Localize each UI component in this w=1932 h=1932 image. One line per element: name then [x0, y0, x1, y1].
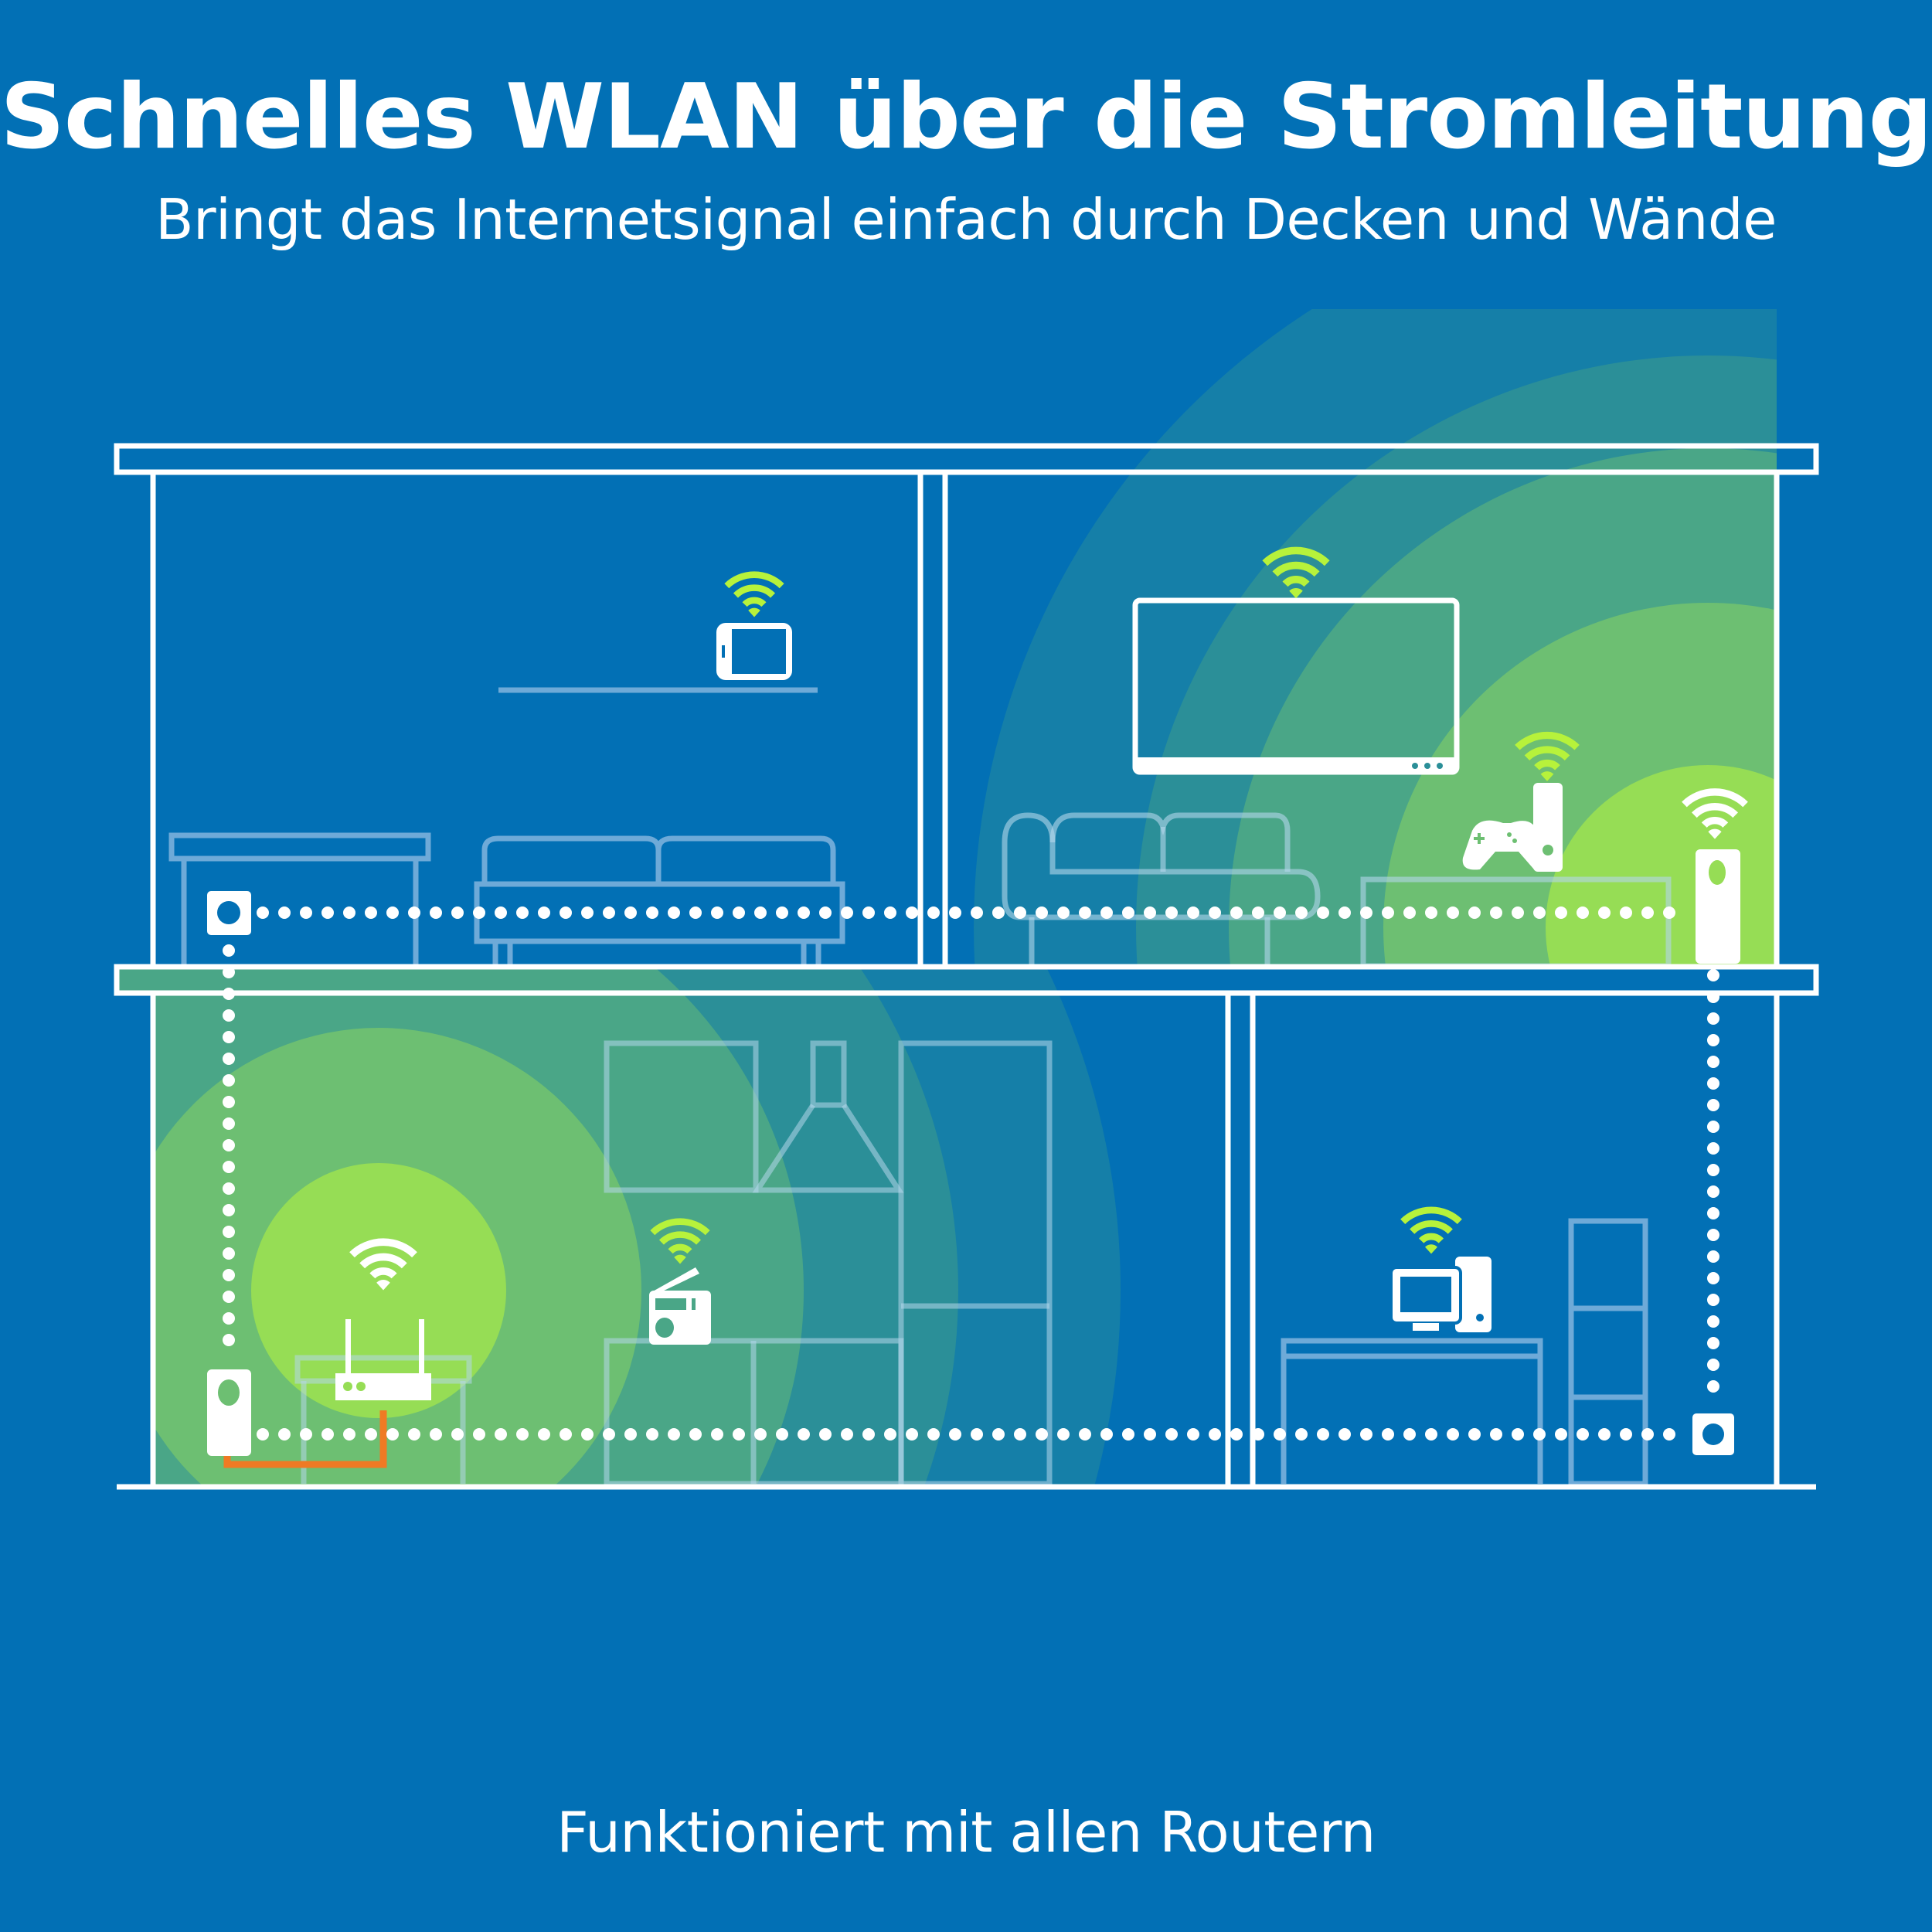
shelf-unit: [1568, 1218, 1648, 1487]
table-top: [168, 832, 431, 862]
powerline-dotted-lines: [223, 906, 1719, 1440]
signal-rings-lower: [153, 993, 1121, 1487]
router-icon: [335, 1319, 431, 1400]
desk-top: [1281, 1338, 1543, 1359]
roof: [114, 443, 1819, 475]
upper-cabinet: [604, 1040, 759, 1193]
hood: [752, 1104, 904, 1193]
signal-rings-lower-overflow: [117, 966, 1059, 993]
bed-cushion-left: [481, 835, 662, 884]
furniture-upper-left: [168, 687, 845, 966]
tv-icon: [1132, 597, 1460, 775]
tall-cabinet: [898, 1040, 1053, 1487]
middle-floor: [114, 964, 1819, 996]
signal-rings-upper-overflow: [1155, 309, 1777, 444]
hood-chimney: [810, 1040, 847, 1108]
desktop-computer-icon: [1389, 1257, 1492, 1332]
powerline-adapter-lower-left-icon: [207, 1369, 251, 1456]
radio-icon: [649, 1267, 711, 1345]
house-structure: [114, 443, 1819, 1490]
powerline-adapter-upper-left-icon: [207, 891, 251, 935]
page-title: Schnelles WLAN über die Stromleitung: [0, 65, 1932, 169]
furniture-lower-right: [1281, 1218, 1648, 1487]
page-subtitle: Bringt das Internetsignal einfach durch …: [155, 187, 1777, 252]
wifi-icon-computer: [1403, 1210, 1460, 1254]
tablet-icon: [716, 623, 792, 680]
game-console-icon: [1462, 783, 1563, 872]
footer-tagline: Funktioniert mit allen Routern: [556, 1800, 1376, 1865]
wifi-powerline-adapter-icon: [1696, 849, 1740, 964]
bed-cushion-right: [655, 835, 836, 884]
powerline-adapter-lower-right-icon: [1692, 1413, 1734, 1455]
wifi-icon-tablet: [726, 575, 781, 617]
